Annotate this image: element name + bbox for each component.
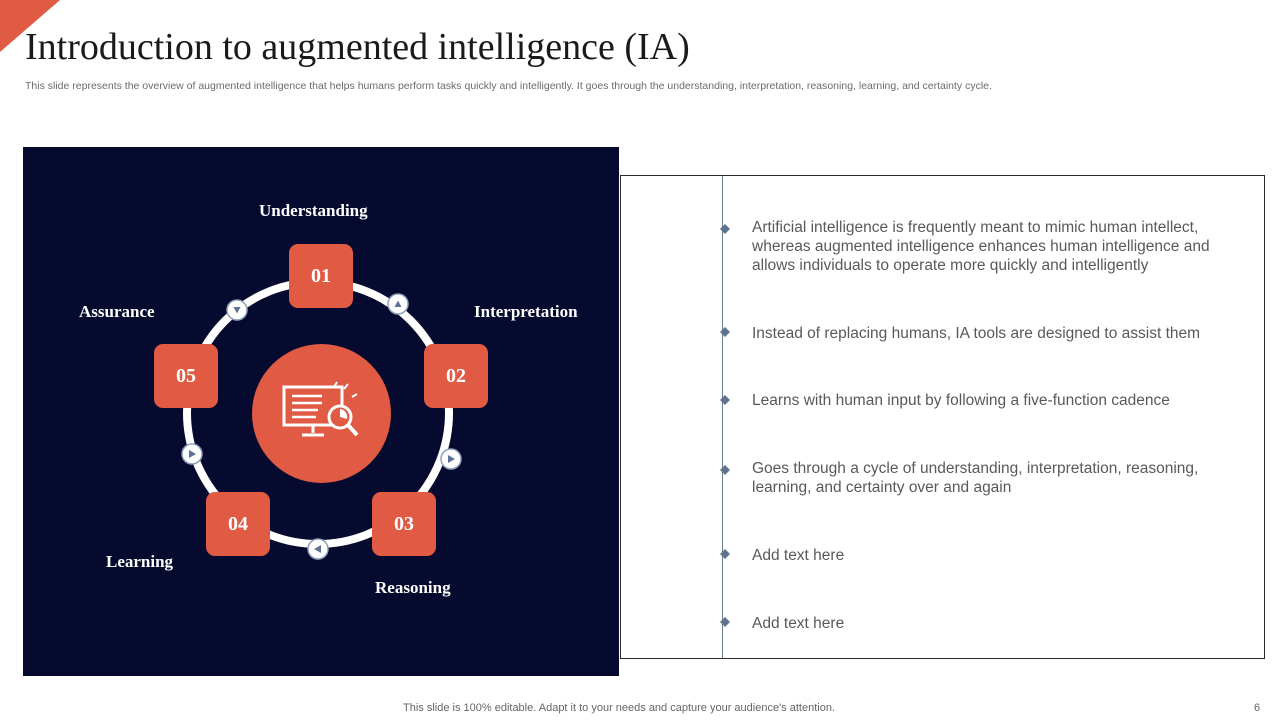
cycle-arrow-icon: [440, 448, 462, 470]
cycle-arrow-icon: [226, 299, 248, 321]
cycle-arrow-icon: [387, 293, 409, 315]
step-label-learning: Learning: [106, 552, 174, 571]
center-circle: [252, 344, 391, 483]
step-label-reasoning: Reasoning: [375, 578, 451, 597]
bullet-item: Add text here: [752, 547, 845, 564]
bullet-item: Learns with human input by following a f…: [752, 392, 1170, 409]
page-title: Introduction to augmented intelligence (…: [25, 26, 690, 68]
bullet-item: Instead of replacing humans, IA tools ar…: [752, 325, 1201, 342]
step-box-05: 05: [154, 344, 218, 408]
cycle-arrow-icon: [181, 443, 203, 465]
monitor-analysis-icon: [282, 381, 359, 437]
footer-note: This slide is 100% editable. Adapt it to…: [403, 702, 835, 714]
step-box-01: 01: [289, 244, 353, 308]
bullet-marker-icon: [720, 617, 730, 627]
step-box-03: 03: [372, 492, 436, 556]
step-label-understanding: Understanding: [259, 201, 368, 220]
bullet-item: Add text here: [752, 615, 845, 632]
timeline-line: [722, 176, 723, 658]
bullet-item: Goes through a cycle of understanding, i…: [752, 460, 1199, 496]
corner-accent: [0, 0, 60, 52]
step-label-assurance: Assurance: [79, 302, 155, 321]
step-box-04: 04: [206, 492, 270, 556]
page-number: 6: [1254, 702, 1261, 714]
step-box-02: 02: [424, 344, 488, 408]
page-subtitle: This slide represents the overview of au…: [25, 80, 992, 92]
bullet-marker-icon: [720, 327, 730, 337]
bullet-marker-icon: [720, 395, 730, 405]
cycle-arrow-icon: [307, 538, 329, 560]
bullet-marker-icon: [720, 549, 730, 559]
bullet-list-box: [620, 175, 1265, 659]
bullet-marker-icon: [720, 465, 730, 475]
step-label-interpretation: Interpretation: [474, 302, 578, 321]
bullet-item: Artificial intelligence is frequently me…: [752, 219, 1210, 274]
bullet-marker-icon: [720, 224, 730, 234]
